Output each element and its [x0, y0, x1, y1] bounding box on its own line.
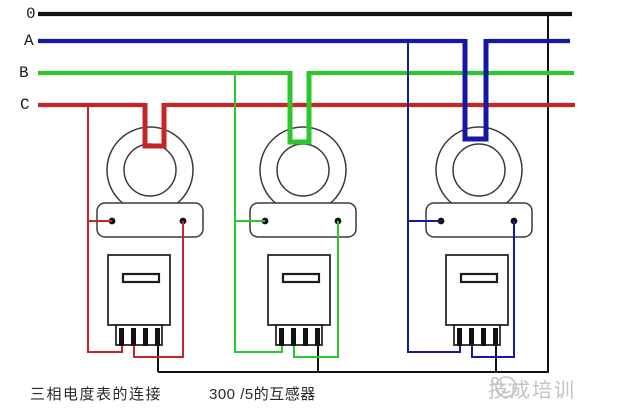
meter2-register-window [281, 272, 321, 284]
phase-a-tap-wire [407, 41, 461, 353]
ct1-primary-loop [142, 103, 167, 149]
meter3-body [445, 254, 509, 326]
phase-b-bus-label: B [19, 64, 29, 82]
meter3-terminal-block [453, 324, 501, 346]
meter2-terminal-4 [315, 328, 320, 346]
neutral-bus-label: 0 [26, 5, 36, 23]
ct3-ring-inner [452, 143, 506, 197]
ct2-ring-inner [276, 143, 330, 197]
meter1-terminal-block [115, 324, 163, 346]
caption-transformer-ratio: 300 /5的互感器 [209, 386, 316, 403]
watermark-logo-icon [490, 376, 517, 398]
meter1-terminal-1 [119, 328, 124, 346]
ct-terminal-boxes [96, 202, 533, 238]
meter3-terminal-4 [493, 328, 498, 346]
ct-rings [106, 126, 523, 214]
meter2-body [267, 254, 331, 326]
ct3-primary-loop [462, 39, 489, 142]
phase-c-tap-wire [87, 105, 123, 353]
neutral-wiring [157, 14, 549, 373]
meter3-terminal-3 [481, 328, 486, 346]
ct2-primary-loop [287, 71, 312, 145]
ct1-ring-inner [123, 143, 177, 197]
meter1-terminal-2 [131, 328, 136, 346]
meter2-terminal-2 [291, 328, 296, 346]
ct2-secondary-wire [293, 221, 339, 358]
meter2-terminal-1 [279, 328, 284, 346]
meter1-register-window [121, 272, 161, 284]
meter3-terminal-2 [469, 328, 474, 346]
meter1-terminal-3 [143, 328, 148, 346]
neutral-return-wire [158, 14, 549, 373]
watermark: 技成培训 [488, 374, 576, 403]
meter3-terminal-1 [457, 328, 462, 346]
meter2-terminal-block [275, 324, 323, 346]
phase-b-tap-wire [234, 73, 283, 353]
meter-2 [267, 254, 331, 346]
meter3-register-window [459, 272, 499, 284]
meter1-terminal-4 [155, 328, 160, 346]
meter-1 [107, 254, 171, 346]
phase-a-bus-label: A [24, 32, 34, 50]
meter1-body [107, 254, 171, 326]
caption-meter-connection: 三相电度表的连接 [30, 386, 163, 403]
meter2-terminal-3 [303, 328, 308, 346]
ct3-secondary-wire [471, 221, 515, 358]
ct1-secondary-wire [133, 221, 184, 358]
phase-c-bus-label: C [20, 96, 30, 114]
meter-3 [445, 254, 509, 346]
